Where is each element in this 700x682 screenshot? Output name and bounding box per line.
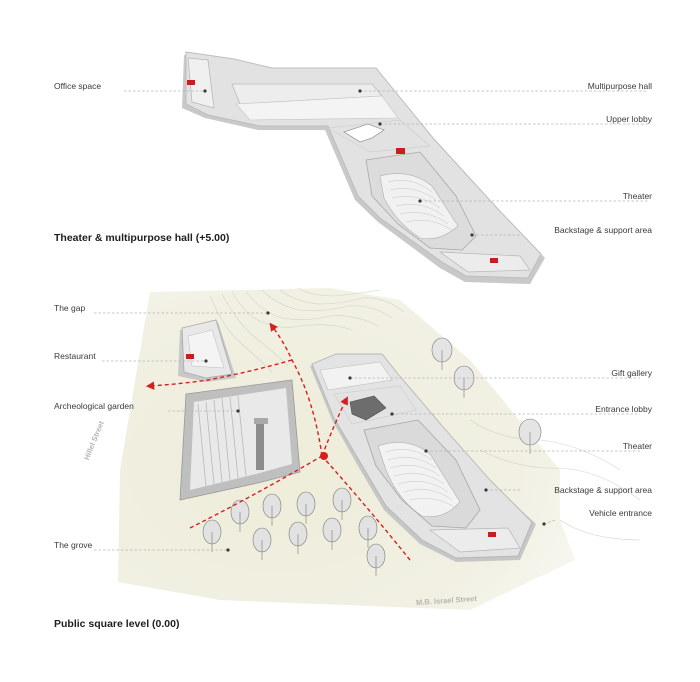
- label-theater-upper: Theater: [622, 191, 652, 201]
- gift-gallery-area: [319, 361, 393, 391]
- restaurant-red-marker: [186, 354, 194, 359]
- tree-icon: [332, 487, 352, 520]
- label-office-space: Office space: [54, 81, 102, 91]
- lower-leader-dots: [204, 311, 546, 552]
- arrow-to-restaurant: [145, 359, 293, 390]
- upper-theater-rows: [387, 180, 453, 231]
- tree-icon: [431, 337, 453, 370]
- entrance-lobby-void: [349, 395, 387, 421]
- arrow-from-grove: [189, 455, 323, 529]
- upper-lobby-floor: [327, 119, 431, 153]
- label-upper-lobby: Upper lobby: [606, 114, 652, 124]
- grove-trees: [202, 487, 386, 576]
- backstage-red-marker-upper: [490, 258, 498, 263]
- circulation-arrows: [145, 322, 411, 561]
- arrow-to-lobby: [321, 396, 348, 457]
- tree-icon: [296, 491, 316, 524]
- upper-backstage-area: [438, 251, 531, 273]
- upper-leader-lines: [124, 90, 648, 236]
- office-space-area: [187, 57, 215, 109]
- circulation-hub-dot: [320, 452, 328, 460]
- tree-icon: [252, 527, 272, 560]
- office-red-marker: [187, 80, 195, 85]
- label-entrance-lobby: Entrance lobby: [595, 404, 652, 414]
- entrance-lobby-floor: [333, 385, 417, 425]
- label-multipurpose-hall: Multipurpose hall: [587, 81, 652, 91]
- label-vehicle-entrance: Vehicle entrance: [589, 508, 652, 518]
- label-gift-gallery: Gift gallery: [611, 368, 652, 378]
- tree-icon: [288, 521, 308, 554]
- tree-icon: [358, 515, 378, 548]
- tree-icon: [262, 493, 282, 526]
- archeological-ruin-cap: [254, 418, 268, 424]
- tree-icon: [518, 418, 542, 454]
- tree-icon: [366, 543, 386, 576]
- tree-icon: [230, 499, 250, 532]
- right-trees: [431, 337, 542, 454]
- upper-floor-plan: [182, 51, 545, 284]
- upper-plan-title: Theater & multipurpose hall (+5.00): [54, 232, 230, 244]
- upper-leader-dots: [203, 89, 474, 237]
- archeological-ruin: [256, 420, 264, 470]
- tree-icon: [322, 517, 342, 550]
- lower-plan-title: Public square level (0.00): [54, 618, 180, 630]
- arrow-to-gap: [269, 322, 323, 457]
- upper-lobby-void: [343, 123, 385, 143]
- multipurpose-hall-floor: [235, 95, 399, 121]
- lower-site-plan: [118, 287, 641, 610]
- upper-theater-seating: [379, 173, 459, 240]
- label-backstage-lower: Backstage & support area: [554, 485, 652, 495]
- label-archeological-garden: Archeological garden: [54, 401, 134, 411]
- landscape-contours: [209, 287, 641, 541]
- tree-icon: [202, 519, 222, 552]
- lower-theater-seating: [377, 442, 461, 517]
- theater-red-marker-upper: [396, 148, 405, 154]
- label-restaurant: Restaurant: [54, 351, 96, 361]
- arrow-from-street: [321, 455, 411, 561]
- lower-theater-rows: [385, 449, 457, 509]
- backstage-red-marker-lower: [488, 532, 496, 537]
- lower-backstage-area: [428, 527, 521, 553]
- label-backstage-upper: Backstage & support area: [554, 225, 652, 235]
- label-the-gap: The gap: [54, 303, 86, 313]
- label-theater-lower: Theater: [622, 441, 652, 451]
- archeological-garden-steps: [197, 395, 247, 487]
- lower-leader-lines: [94, 312, 640, 551]
- label-the-grove: The grove: [54, 540, 93, 550]
